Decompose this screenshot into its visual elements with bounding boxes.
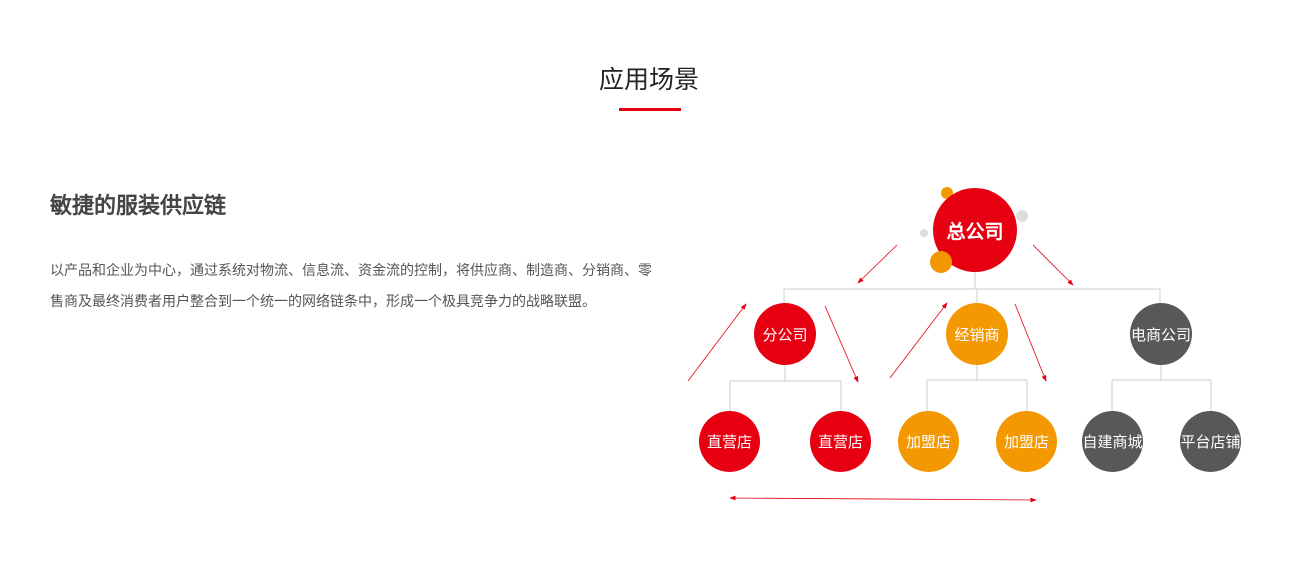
node-platform-store: 平台店铺 xyxy=(1180,411,1241,472)
node-direct-store: 直营店 xyxy=(699,411,760,472)
decor-dot xyxy=(920,229,928,237)
title-underline xyxy=(619,108,681,111)
arrow xyxy=(824,305,859,383)
arrow xyxy=(687,303,747,382)
node-franchise-store: 加盟店 xyxy=(996,411,1057,472)
description: 以产品和企业为中心，通过系统对物流、信息流、资金流的控制，将供应商、制造商、分销… xyxy=(50,263,652,310)
double-arrow xyxy=(729,495,1037,503)
decor-dot xyxy=(1016,210,1028,222)
section-title: 应用场景 xyxy=(598,65,699,94)
arrow xyxy=(889,302,948,379)
node-direct-store: 直营店 xyxy=(810,411,871,472)
arrow xyxy=(857,244,898,284)
node-ecommerce: 电商公司 xyxy=(1130,303,1192,365)
node-dealer: 经销商 xyxy=(946,303,1008,365)
node-franchise-store: 加盟店 xyxy=(898,411,959,472)
node-own-mall: 自建商城 xyxy=(1082,411,1143,472)
node-branch: 分公司 xyxy=(754,303,816,365)
heading: 敏捷的服装供应链 xyxy=(50,194,227,219)
arrow xyxy=(1014,303,1047,382)
decor-dot xyxy=(930,251,952,273)
arrow xyxy=(1032,244,1074,286)
